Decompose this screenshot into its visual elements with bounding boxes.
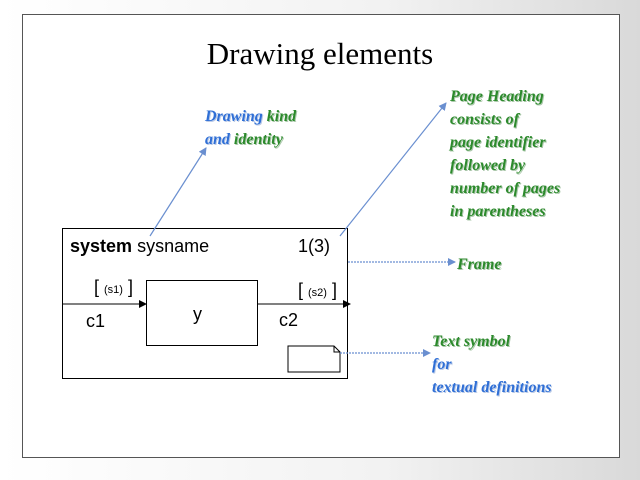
block-name: y bbox=[193, 304, 202, 324]
annotation-segment: number of pages bbox=[450, 180, 561, 197]
annotation-segment: followed by bbox=[450, 157, 526, 174]
annotation-segment: Text symbol bbox=[432, 333, 511, 350]
annotation-line: for bbox=[432, 353, 552, 376]
annotation-line: Drawing kind bbox=[205, 105, 296, 128]
annotation-page-heading: Page Heading consists of page identifier fo… bbox=[450, 85, 560, 223]
signal-s1: (s1) bbox=[104, 284, 123, 296]
annotation-segment: identity bbox=[233, 131, 283, 148]
annotation-segment: textual definitions bbox=[432, 379, 552, 396]
channel-c2-name: c2 bbox=[279, 310, 299, 330]
annotation-line: Text symbol bbox=[432, 330, 552, 353]
annotation-text-symbol: Text symbol for textual definitions bbox=[432, 330, 552, 399]
channel-c2-signal-list: [ (s2) ] bbox=[298, 280, 337, 300]
annotation-line: consists of bbox=[450, 108, 560, 131]
system-name: sysname bbox=[137, 236, 210, 256]
text-symbol-shape bbox=[287, 345, 341, 373]
annotation-segment: and bbox=[205, 131, 234, 148]
annotation-frame: Frame bbox=[457, 253, 501, 276]
annotation-segment: Frame bbox=[457, 256, 502, 273]
annotation-segment: Page Heading bbox=[450, 88, 544, 105]
arrow-drawing-kind bbox=[149, 147, 207, 237]
annotation-line: Page Heading bbox=[450, 85, 560, 108]
channel-c1-name: c1 bbox=[86, 311, 106, 331]
annotation-line: page identifier bbox=[450, 131, 560, 154]
annotation-segment: Drawing bbox=[205, 108, 267, 125]
annotation-segment: kind bbox=[266, 108, 297, 125]
annotation-segment: in parentheses bbox=[450, 203, 546, 220]
annotation-line: number of pages bbox=[450, 177, 560, 200]
annotation-line: and identity bbox=[205, 128, 296, 151]
arrow-page-heading bbox=[339, 102, 447, 237]
frame-heading: system sysname bbox=[70, 236, 209, 257]
annotation-line: Frame bbox=[457, 253, 501, 276]
annotation-line: textual definitions bbox=[432, 376, 552, 399]
signal-s2: (s2) bbox=[308, 287, 327, 299]
annotation-line: in parentheses bbox=[450, 200, 560, 223]
text-symbol-fold bbox=[333, 346, 340, 353]
page-number: 1(3) bbox=[298, 236, 331, 256]
annotation-segment: page identifier bbox=[450, 134, 546, 151]
channel-c1-signal-list: [ (s1) ] bbox=[94, 277, 133, 297]
annotation-segment: for bbox=[432, 356, 452, 373]
page-title: Drawing elements bbox=[206, 36, 434, 71]
block-y bbox=[146, 280, 258, 346]
annotation-line: followed by bbox=[450, 154, 560, 177]
system-keyword: system bbox=[70, 236, 133, 256]
annotation-segment: consists of bbox=[450, 111, 519, 128]
